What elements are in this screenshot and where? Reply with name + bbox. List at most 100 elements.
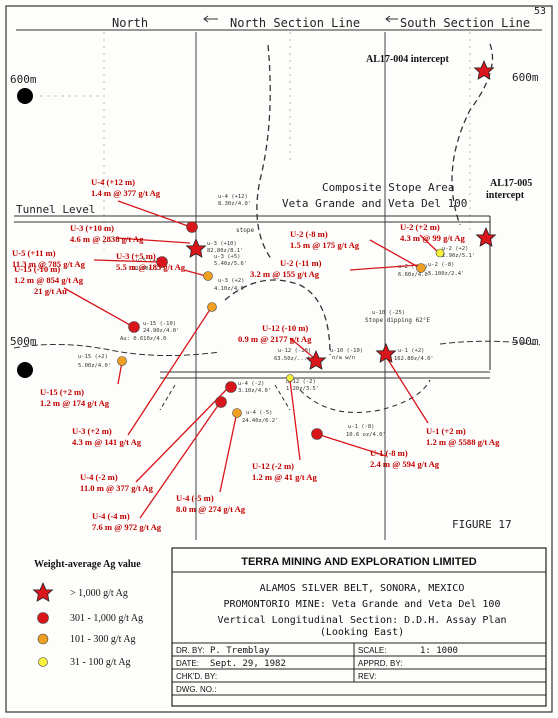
dr-by-label: DR. BY: [176, 646, 204, 655]
date-label: DATE: [176, 659, 199, 668]
ann-u1-8-id: U-1 (-8 m) [370, 448, 408, 458]
stope-area-label-2: Veta Grande and Veta Del 100 [282, 197, 467, 210]
elevation-500-right: 500m [512, 335, 539, 348]
legend-title: Weight-average Ag value [34, 559, 141, 570]
tag-u12-2: u-12 (-2) [286, 379, 316, 385]
ann-u1-2-id: U-1 (+2 m) [426, 426, 466, 436]
arrow-south-section [385, 15, 398, 23]
dot-u15-minus10 [128, 321, 140, 333]
dot-u15-plus2 [117, 356, 127, 366]
legend-red-dot [37, 612, 49, 624]
dot-u4-minus5 [232, 408, 242, 418]
ann-u12-10-result: 0.9 m @ 2177 g/t Ag [238, 334, 312, 344]
tag-u3-5: u-3 (+5) [214, 254, 241, 260]
stope-dipping-label: Stope dipping 62°E [365, 317, 430, 324]
ann-u12-2-id: U-12 (-2 m) [252, 461, 294, 471]
date-value: Sept. 29, 1982 [210, 659, 286, 669]
elevation-line-500 [13, 343, 221, 357]
dot-u4-minus2 [225, 381, 237, 393]
tag-u1-8-b: 10.6 oz/4.0' [346, 432, 386, 438]
ann-u4-5-result: 8.0 m @ 274 g/t Ag [176, 504, 246, 514]
stope-edge-a [159, 384, 176, 411]
star-u3-plus10 [185, 237, 207, 258]
tag-u12-10: u-12 (-10) [278, 348, 311, 354]
drawing-border [5, 5, 553, 713]
title-line-1: ALAMOS SILVER BELT, SONORA, MEXICO [260, 583, 465, 594]
tag-u4-12-b: 8.30z/4.0' [218, 201, 251, 207]
intercept-al17-005-label-1: AL17-005 [490, 178, 532, 189]
elevation-600-left: 600m [10, 73, 37, 86]
elevation-marker-600 [17, 88, 33, 104]
tag-u15-10-b: 24.90z/4.0' [143, 328, 179, 334]
ann-u12-2-result: 1.2 m @ 41 g/t Ag [252, 472, 318, 482]
tag-u10-10-b: n/a w/n [332, 355, 355, 361]
dot-u2-plus2 [435, 248, 445, 258]
title-line-2: PROMONTORIO MINE: Veta Grande and Veta D… [224, 599, 501, 610]
dr-by-value: P. Tremblay [210, 646, 270, 656]
ann-u2-2-id: U-2 (+2 m) [400, 222, 440, 232]
circle-markers [117, 221, 445, 440]
tag-u5-11: u-5 (+11) [136, 258, 166, 264]
tag-u15-10-c: Au: 0.610z/4.0 [120, 336, 166, 342]
stope-word: stope [236, 227, 254, 234]
tag-u2-8: u-2 (-8) [428, 262, 455, 268]
tag-u4-2: u-4 (-2) [238, 381, 265, 387]
stope-outline-lower [224, 279, 331, 356]
chkd-label: CHK'D. BY: [176, 672, 217, 681]
scale-label: SCALE: [358, 646, 386, 655]
tag-u1-2: u-1 (+2) [398, 348, 425, 354]
title-line-4: (Looking East) [320, 627, 404, 638]
legend-label-red: 301 - 1,000 g/t Ag [70, 613, 143, 624]
stope-outline-right [451, 43, 494, 226]
apprd-label: APPRD. BY: [358, 659, 402, 668]
heading-north-section: North Section Line [230, 16, 360, 30]
star-u1-plus2 [375, 342, 397, 363]
tag-u2-11-b: 6.60z/4.0' [398, 272, 431, 278]
dot-u5-plus11 [156, 256, 168, 268]
legend-star-symbol [32, 581, 54, 602]
ann-u2-11-result: 3.2 m @ 155 g/t Ag [250, 269, 320, 279]
elevation-marker-500 [17, 362, 33, 378]
ann-u3-5-id: U-3 (+5 m) [116, 251, 156, 261]
star-u12-minus10 [305, 349, 327, 370]
ann-u3-5-result: 5.5 m @ 185 g/t Ag [116, 262, 186, 272]
stope-edge-b [274, 384, 291, 411]
ann-u1-2-result: 1.2 m @ 5588 g/t Ag [426, 437, 500, 447]
elevation-600-right: 600m [512, 71, 539, 84]
legend-label-star: > 1,000 g/t Ag [70, 588, 128, 599]
star-al17-005 [475, 226, 497, 247]
dot-u3-plus2 [207, 302, 217, 312]
ann-u3-10-result: 4.6 m @ 2838 g/t Ag [70, 234, 144, 244]
tag-u2-2-b: 2.90z/5.1' [442, 253, 475, 259]
ann-u5-11-result: 11.3 m @ 785 g/t Ag [12, 259, 86, 269]
dot-u4-plus12 [186, 221, 198, 233]
tag-u10-10: u-10 (-10) [330, 348, 363, 354]
ann-u3-2-id: U-3 (+2 m) [72, 426, 112, 436]
rev-label: REV: [358, 672, 376, 681]
handwritten-tags: u-4 (+12) 8.30z/4.0' u-3 (+10) 82.80z/8.… [78, 194, 475, 438]
dot-u4-minus4 [215, 396, 227, 408]
title-line-3: Vertical Longitudinal Section: D.D.H. As… [218, 615, 507, 626]
tag-u4-5: u-4 (-5) [246, 410, 273, 416]
ann-u12-10-id: U-12 (-10 m) [262, 323, 308, 333]
dot-u1-minus8 [311, 428, 323, 440]
ann-u4-5-id: U-4 (-5 m) [176, 493, 214, 503]
tag-u3-10-b: 82.80z/8.1' [207, 248, 243, 254]
dot-u2-minus8 [416, 263, 426, 273]
hole-annotations: U-4 (+12 m) 1.4 m @ 377 g/t Ag U-3 (+10 … [12, 177, 500, 532]
legend-label-orange: 101 - 300 g/t Ag [70, 634, 136, 645]
company-name: TERRA MINING AND EXPLORATION LIMITED [241, 556, 477, 568]
dot-u3-plus5 [203, 271, 213, 281]
heading-north: North [112, 16, 148, 30]
ann-u15-10-id: U-15 (-10 m) [14, 264, 60, 274]
tag-u2-11: u-2 (-11) [398, 264, 428, 270]
ann-u4-12-result: 1.4 m @ 377 g/t Ag [91, 188, 161, 198]
stope-area-label-1: Composite Stope Area [322, 181, 454, 194]
star-al17-004 [473, 59, 495, 80]
leader-lines [63, 200, 439, 519]
scale-value: 1: 1000 [420, 646, 458, 656]
tag-u5-11-b: 22.90z/...' [132, 266, 168, 272]
tag-u4-5-b: 24.40z/6.2' [242, 418, 278, 424]
